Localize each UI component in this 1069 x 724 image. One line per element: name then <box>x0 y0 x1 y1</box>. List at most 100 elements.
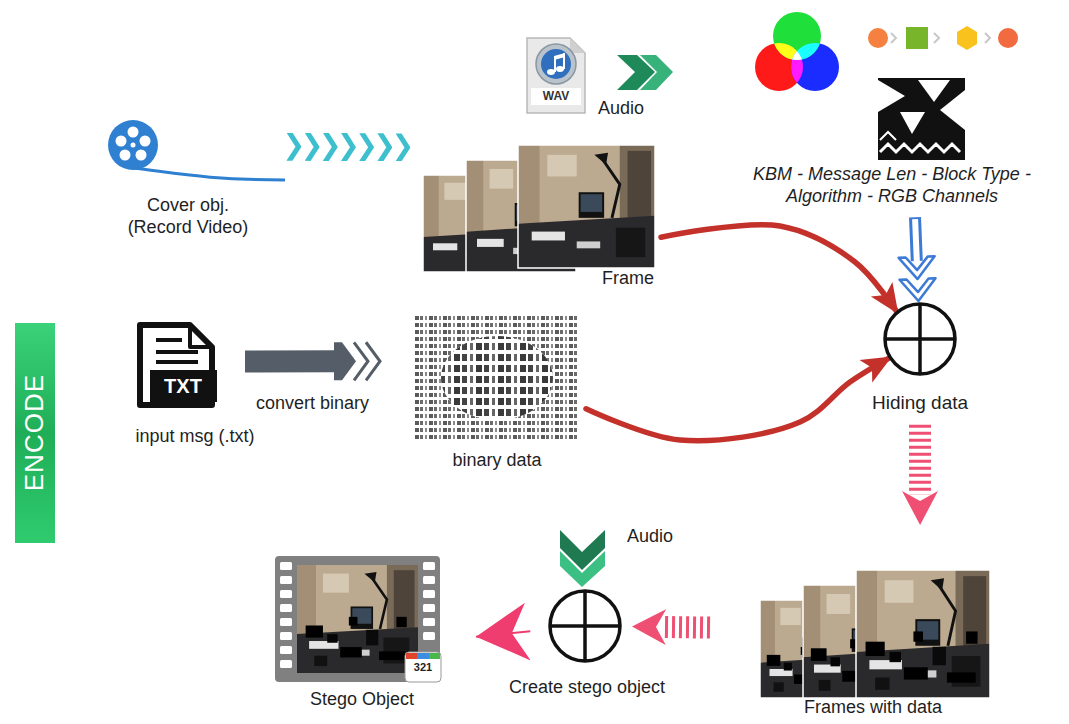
binary-data-image <box>441 336 553 420</box>
connector-group <box>294 146 403 148</box>
node-caption: Stego Object <box>292 689 432 711</box>
stego-frames <box>856 570 990 698</box>
hollow-chevron-head <box>899 256 936 279</box>
text-file-icon <box>156 350 198 354</box>
stego-video-icon <box>280 646 292 654</box>
audio-label: Audio <box>598 98 644 120</box>
text-holder: Cover obj. (Record Video) <box>113 195 263 238</box>
stego-video-icon <box>423 562 435 570</box>
operator-circle-shape <box>883 302 957 376</box>
wav-file-icon <box>547 69 555 75</box>
wav-file-icon <box>527 38 585 113</box>
text-file-icon <box>140 325 217 405</box>
text-holder: Audio <box>598 98 644 120</box>
text-holder: Create stego object <box>487 677 687 699</box>
hiding-operator-circle: Hiding data <box>883 302 957 376</box>
stego-video-icon <box>417 653 429 659</box>
stego-frames <box>866 631 978 689</box>
algorithm-pattern-icon <box>880 144 960 152</box>
player-badge-number: 321 <box>405 661 441 674</box>
film-reel-icon <box>116 136 127 147</box>
algorithm-pattern-icon <box>878 80 905 112</box>
chevron-arrow <box>294 146 403 148</box>
stego-frames <box>760 570 990 698</box>
edge-label: convert binary <box>233 393 393 415</box>
audio-label: Audio <box>627 526 673 548</box>
text-holder: Hiding data <box>855 392 985 415</box>
stego-frame-stack: Frames with data <box>760 570 990 698</box>
node-caption: Frame <box>593 268 663 290</box>
thick-arrow <box>245 350 334 372</box>
stego-video-icon <box>297 565 418 673</box>
wav-file-icon <box>554 53 565 60</box>
connector-group <box>662 626 710 628</box>
connector-group <box>661 225 896 311</box>
stego-frames <box>856 570 990 698</box>
node-caption: Hiding data <box>855 392 985 415</box>
stego-video-icon <box>423 590 435 598</box>
audio-chevron-arrow <box>560 530 605 587</box>
text-holder: Frame <box>593 268 663 290</box>
connector-group <box>586 358 888 440</box>
text-file-icon <box>150 370 217 402</box>
operator-cross <box>583 591 587 661</box>
film-reel-icon <box>140 136 151 147</box>
connectors <box>245 147 936 637</box>
wav-file-icon <box>531 88 581 105</box>
algorithm-pattern-icon <box>880 132 896 140</box>
video-frames <box>518 145 655 268</box>
node-caption: Create stego object <box>487 677 687 699</box>
hollow-arrow-inner <box>915 219 917 261</box>
curved-arrow <box>661 225 896 311</box>
block-type-icons <box>906 27 928 49</box>
rgb-channels-icon <box>791 43 839 91</box>
mode-band: ENCODE <box>15 323 55 543</box>
film-reel-icon <box>108 120 158 170</box>
film-reel-icon <box>136 150 147 161</box>
connector-group <box>920 425 921 495</box>
audio-chevron-arrow <box>560 551 605 587</box>
connector-group <box>245 361 334 362</box>
algorithm-pattern-icon <box>918 80 950 102</box>
stego-video-icon <box>406 653 417 659</box>
hollow-arrow <box>915 217 917 261</box>
text-file-icon <box>190 325 212 347</box>
connector-group <box>476 631 530 636</box>
stego-video-icon <box>280 562 292 570</box>
stego-video-icon <box>275 556 440 682</box>
curved-arrow <box>586 358 888 440</box>
stego-video-icon <box>280 618 292 626</box>
striped-arrow <box>909 425 931 495</box>
node-caption: KBM - Message Len - Block Type - Algorit… <box>745 164 1040 207</box>
text-holder: KBM - Message Len - Block Type - Algorit… <box>745 164 1040 207</box>
wav-file-icon: WAV <box>527 38 585 113</box>
stego-video-icon <box>280 604 292 612</box>
wav-file-icon <box>556 66 564 72</box>
film-reel-icon <box>131 143 136 148</box>
block-type-icons <box>891 33 896 43</box>
stego-video-icon <box>280 576 292 584</box>
rgb-channels-icon <box>755 12 839 91</box>
stego-video-icon <box>423 604 435 612</box>
text-holder: Stego Object <box>292 689 432 711</box>
rgb-channels-icon <box>791 43 839 91</box>
merge-operator-circle: Create stego object <box>548 589 622 663</box>
wav-file-icon <box>527 38 585 113</box>
binary-data-image <box>415 315 578 440</box>
block-type-icons <box>868 28 888 48</box>
cover-video-icon: Cover obj. (Record Video) <box>108 118 290 182</box>
video-frames <box>518 145 655 268</box>
wav-file-icon <box>570 38 585 53</box>
operator-circle <box>885 304 955 374</box>
algorithm-pattern-icon <box>900 112 925 134</box>
text-holder: 321 <box>405 661 441 674</box>
connector-group <box>899 217 937 302</box>
video-frames <box>423 145 655 272</box>
node-caption: input msg (.txt) <box>115 426 275 448</box>
text-holder: ENCODE <box>15 323 55 543</box>
hollow-chevron-head <box>900 278 937 301</box>
parameter-panel: KBM - Message Len - Block Type - Algorit… <box>752 6 1027 164</box>
text-file-icon <box>156 338 182 342</box>
stego-video-icon <box>280 632 292 640</box>
